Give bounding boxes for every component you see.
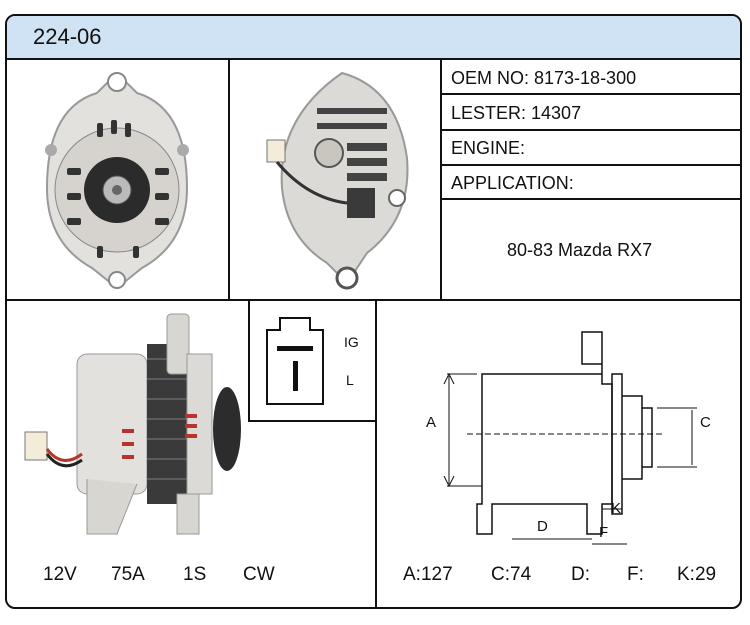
part-number: 224-06	[33, 24, 102, 49]
divider-vertical-1	[228, 60, 230, 299]
dim-value-a: A:127	[403, 564, 453, 585]
engine-label: ENGINE:	[451, 138, 526, 158]
alternator-front-photo	[45, 71, 189, 290]
spec-rotation: CW	[243, 564, 275, 585]
dim-value-d: D:	[571, 564, 590, 585]
spec-amperage: 75A	[111, 564, 145, 585]
divider-vertical-3	[375, 299, 377, 607]
dim-label-c: C	[700, 414, 711, 431]
connector-pin-ig: IG	[344, 334, 359, 350]
info-row-line-1	[442, 93, 740, 95]
oem-number: OEM NO: 8173-18-300	[451, 68, 637, 88]
divider-horizontal-main	[7, 299, 740, 301]
spec-sheet: 224-06 OEM NO: 8173-18-300 LESTER: 14307…	[5, 14, 742, 609]
info-row-line-4	[442, 198, 740, 200]
lester-number: LESTER: 14307	[451, 103, 582, 123]
divider-vertical-2	[440, 60, 442, 299]
dim-value-c: C:74	[491, 564, 532, 585]
connector-pin-l: L	[346, 372, 354, 388]
application-value: 80-83 Mazda RX7	[507, 240, 653, 260]
header-bar: 224-06	[7, 16, 740, 60]
spec-voltage: 12V	[43, 564, 77, 585]
alternator-rear-photo	[266, 71, 409, 290]
dim-label-k: K	[611, 500, 622, 517]
connector-diagram	[266, 317, 324, 405]
info-row-line-3	[442, 164, 740, 166]
info-row-line-2	[442, 129, 740, 131]
dim-label-d: D	[537, 518, 548, 535]
alternator-side-photo	[24, 313, 241, 535]
dim-value-k: K:29	[677, 564, 717, 585]
connector-box-left	[248, 299, 250, 422]
dim-label-a: A	[426, 414, 437, 431]
application-label: APPLICATION:	[451, 173, 574, 193]
dim-value-f: F:	[627, 564, 644, 585]
dimension-drawing	[443, 331, 697, 545]
spec-pulley: 1S	[183, 564, 207, 585]
connector-box-bottom	[248, 420, 377, 422]
dim-label-f: F	[599, 524, 609, 541]
